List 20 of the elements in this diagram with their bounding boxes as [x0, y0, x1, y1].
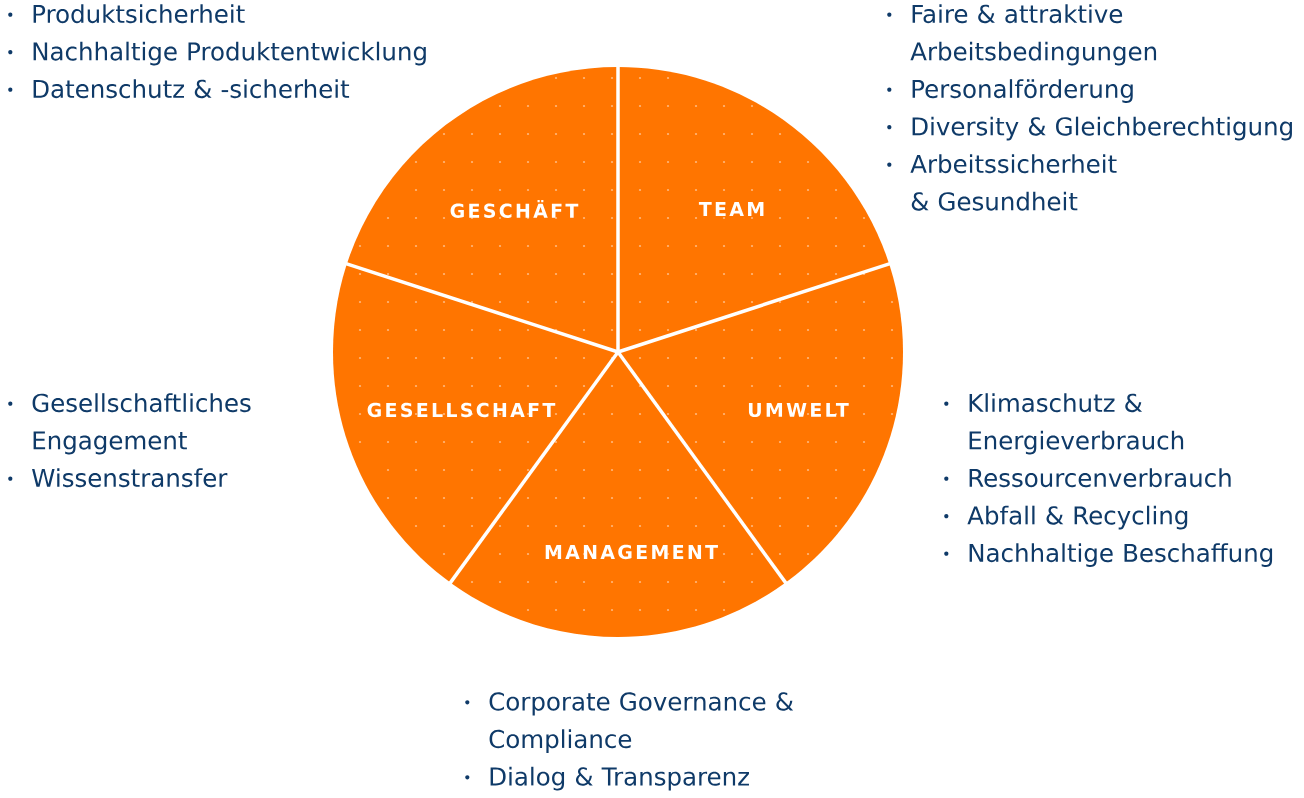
sector-label: GESELLSCHAFT [367, 402, 556, 418]
list-item: Datenschutz & -sicherheit [33, 79, 350, 99]
list-item: Nachhaltige Produktentwicklung [33, 41, 426, 66]
list-item: Arbeitssicherheit & Gesundheit [910, 154, 1117, 211]
list-item: Klimaschutz & Energieverbrauch [969, 393, 1184, 455]
sector-label: GESCHÄFT [450, 200, 579, 218]
list-item: Ressourcenverbrauch [969, 468, 1231, 488]
list-item: Gesellschaftliches Engagement [32, 393, 251, 455]
sector-label: UMWELT [748, 402, 849, 418]
sector-label: TEAM [698, 202, 764, 216]
list-item: Corporate Governance & Compliance [489, 692, 794, 753]
list-item: Personalförderung [912, 79, 1133, 103]
list-item: Faire & attraktive Arbeitsbedingungen [910, 4, 1157, 66]
sector-label: MANAGEMENT [545, 544, 718, 560]
list-item: Nachhaltige Beschaffung [969, 543, 1273, 567]
list-item: Dialog & Transparenz [490, 766, 749, 791]
list-item: Wissenstransfer [32, 468, 228, 488]
list-item: Diversity & Gleichberechtigung [912, 116, 1292, 141]
list-item: Produktsicherheit [33, 4, 245, 24]
list-item: Abfall & Recycling [967, 505, 1188, 530]
